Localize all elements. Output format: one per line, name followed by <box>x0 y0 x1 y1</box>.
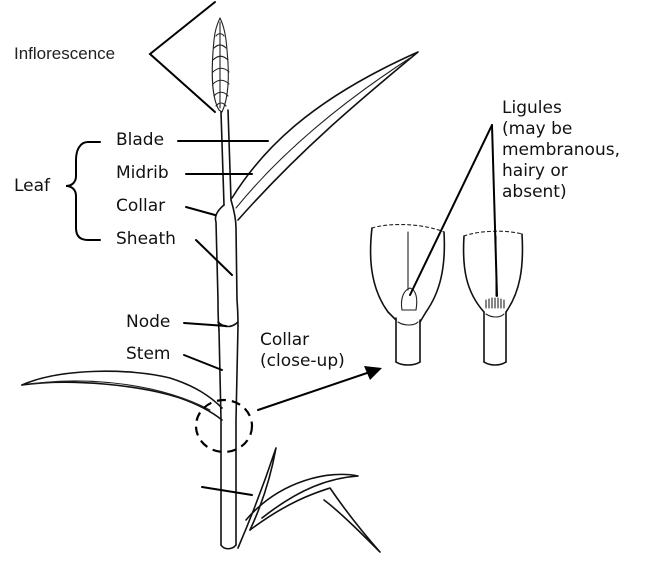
collar-label: Collar <box>116 196 165 217</box>
leaf-label: Leaf <box>14 176 50 197</box>
collar-closeup-hairy <box>464 231 523 365</box>
stem-label: Stem <box>126 344 170 365</box>
ligules-label-line3: membranous, <box>502 140 620 161</box>
ligules-label-line4: hairy or <box>502 161 568 182</box>
midrib-label: Midrib <box>116 163 169 184</box>
ligules-label-line5: absent) <box>502 182 567 203</box>
leaf-blade <box>232 52 418 220</box>
blade-label: Blade <box>116 130 164 151</box>
ligules-label-line2: (may be <box>502 119 572 140</box>
lower-leaf <box>22 371 222 420</box>
collar-highlight-circle <box>196 400 252 452</box>
inflorescence-spike <box>212 18 229 112</box>
collar-closeup-label-line1: Collar <box>260 330 309 351</box>
ligules-label-line1: Ligules <box>502 98 562 119</box>
inflorescence-label: Inflorescence <box>14 43 115 64</box>
culm <box>215 110 238 549</box>
lower-right-leaves <box>238 448 380 552</box>
collar-closeup-arrow <box>258 366 382 410</box>
node-label: Node <box>126 312 170 333</box>
collar-closeup-label-line2: (close-up) <box>260 351 345 372</box>
sheath-label: Sheath <box>116 229 176 250</box>
